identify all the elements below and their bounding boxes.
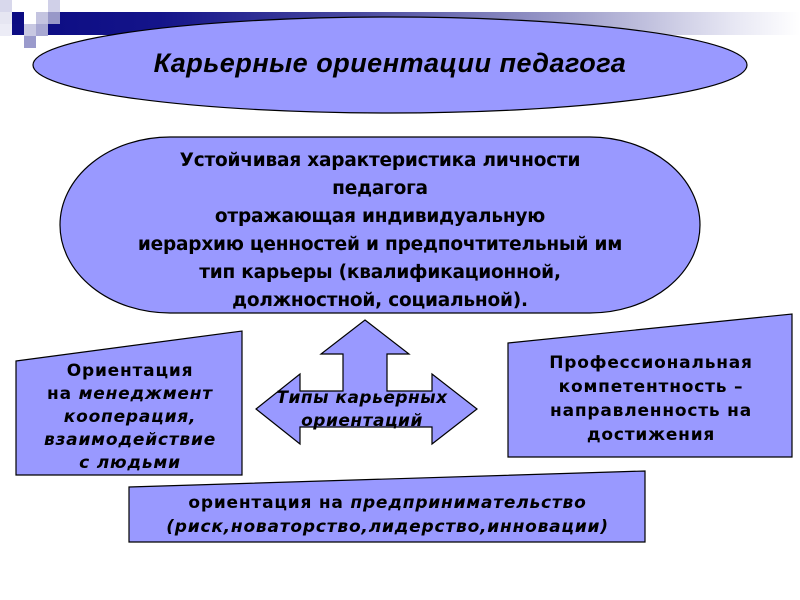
slide-title: Карьерные ориентации педагога xyxy=(153,48,627,78)
decor-square xyxy=(24,36,36,48)
decor-square xyxy=(36,24,48,36)
three-way-arrow-shape xyxy=(255,319,478,446)
decor-square xyxy=(36,12,48,24)
career-types-label: Типы карьерных ориентаций xyxy=(250,387,474,433)
definition-capsule xyxy=(59,136,701,314)
definition-line: должностной, социальной). xyxy=(232,290,528,311)
professional-competence-text: Профессиональная компетентность – направ… xyxy=(510,351,792,447)
left-box-shape xyxy=(15,330,243,476)
title-ellipse xyxy=(32,16,748,114)
right-box-shape xyxy=(507,313,793,458)
definition-text: Устойчивая характеристика личности педаг… xyxy=(70,147,690,315)
bottom-box-shape xyxy=(128,470,646,543)
definition-line: Устойчивая характеристика личности xyxy=(179,150,581,171)
right-box-line: достижения xyxy=(586,425,716,445)
definition-line: тип карьеры (квалификационной, xyxy=(199,262,561,283)
bottom-box-line: ориентация на предпринимательство xyxy=(130,491,645,515)
left-box-prefix: на xyxy=(47,384,79,404)
definition-line: отражающая индивидуальную xyxy=(214,206,546,227)
entrepreneurship-orientation-text: ориентация на предпринимательство (риск,… xyxy=(130,491,645,539)
decor-square xyxy=(0,0,12,12)
bottom-box-prefix: ориентация на xyxy=(188,493,351,513)
left-box-line: взаимодействие xyxy=(43,430,217,450)
definition-line: иерархию ценностей и предпочтительный им xyxy=(137,234,623,255)
decor-square xyxy=(0,24,12,36)
left-box-italic: менеджмент xyxy=(78,384,213,404)
decor-square xyxy=(24,24,36,36)
left-box-line: Ориентация xyxy=(66,361,194,381)
center-label-line: ориентаций xyxy=(301,411,423,431)
definition-line: педагога xyxy=(332,178,428,199)
right-box-line: Профессиональная xyxy=(549,353,753,373)
decor-square xyxy=(48,12,60,24)
right-box-line: компетентность – xyxy=(558,377,744,397)
left-box-line: с людьми xyxy=(79,453,181,473)
decor-square xyxy=(24,12,36,24)
bottom-box-italic: предпринимательство xyxy=(350,493,587,513)
center-label-line: Типы карьерных xyxy=(276,388,448,408)
decor-square xyxy=(12,12,24,24)
management-orientation-text: Ориентация на менеджмент кооперация, вза… xyxy=(18,360,242,475)
decor-square xyxy=(48,0,60,12)
left-box-line: на менеджмент xyxy=(18,383,242,406)
bottom-box-line: (риск,новаторство,лидерство,инновации) xyxy=(166,517,609,537)
decor-square xyxy=(0,12,12,24)
right-box-line: направленность на xyxy=(550,401,752,421)
left-box-line: кооперация, xyxy=(63,407,197,427)
